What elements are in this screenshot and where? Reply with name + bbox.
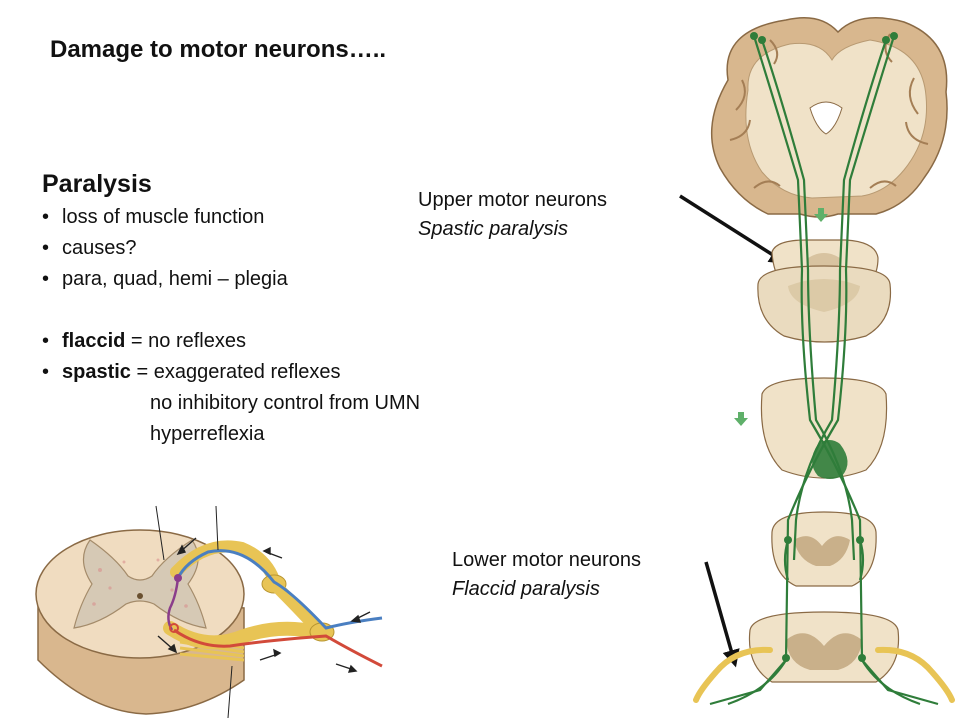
leader-line [215,505,219,551]
spastic-detail: hyperreflexia [150,423,265,445]
lower-motor-neuron-label: Lower motor neurons Flaccid paralysis [452,546,641,604]
leader-line [155,505,165,561]
motor-neuron-body [169,623,179,633]
bullet-icon: • [42,361,50,383]
cervical-cord-section [771,511,877,587]
flaccid-paralysis-label: Flaccid paralysis [452,578,600,600]
slide-title: Damage to motor neurons….. [50,36,387,63]
flaccid-definition: = no reflexes [125,330,246,352]
term-flaccid: flaccid [62,330,126,352]
spastic-definition: = exaggerated reflexes [130,361,341,383]
tract-direction-arrows [734,208,828,426]
spastic-paralysis-label: Spastic paralysis [418,218,569,240]
upper-motor-neuron-name: Upper motor neurons [418,189,607,211]
paralysis-heading: Paralysis [42,170,152,198]
pons-section [757,265,892,343]
leader-line [227,665,233,719]
bullet-item-spastic: • spastic = exaggerated reflexes [42,357,542,388]
neuron-cell-bodies [750,32,898,662]
bullet-item: • para, quad, hemi – plegia [42,264,542,295]
spinal-cord-cross-section-illustration [35,505,383,719]
bullet-icon: • [42,237,50,259]
direction-arrows [157,537,371,673]
bullet-text: loss of muscle function [62,206,265,228]
peripheral-nerves [693,646,955,703]
upper-motor-neuron-label: Upper motor neurons Spastic paralysis [418,186,607,244]
gray-matter [73,539,207,629]
dorsal-root [170,540,280,586]
lower-motor-neuron-arrow [704,561,740,668]
term-spastic: spastic [62,361,131,383]
lower-motor-neuron-name: Lower motor neurons [452,549,641,571]
interneuron-body [174,574,182,582]
bullet-icon: • [42,206,50,228]
medulla-section [760,377,888,479]
bullet-text: causes? [62,237,137,259]
motor-pathway-illustration [693,17,955,706]
sensory-fiber [176,549,383,630]
paralysis-section: Paralysis • loss of muscle function • ca… [42,168,542,450]
bullet-item: • causes? [42,233,542,264]
corticospinal-tracts [709,35,939,706]
upper-motor-neuron-arrow [679,194,787,264]
interneuron [167,577,180,631]
bullet-item: • loss of muscle function [42,202,542,233]
bullet-icon: • [42,330,50,352]
central-canal [137,593,143,599]
motor-fiber [173,628,383,668]
spastic-detail: no inhibitory control from UMN [150,392,421,414]
bullet-item-flaccid: • flaccid = no reflexes [42,326,542,357]
lumbar-cord-section [748,611,900,683]
bullet-text: para, quad, hemi – plegia [62,268,288,290]
brain-coronal-section [710,17,948,218]
bullet-icon: • [42,268,50,290]
